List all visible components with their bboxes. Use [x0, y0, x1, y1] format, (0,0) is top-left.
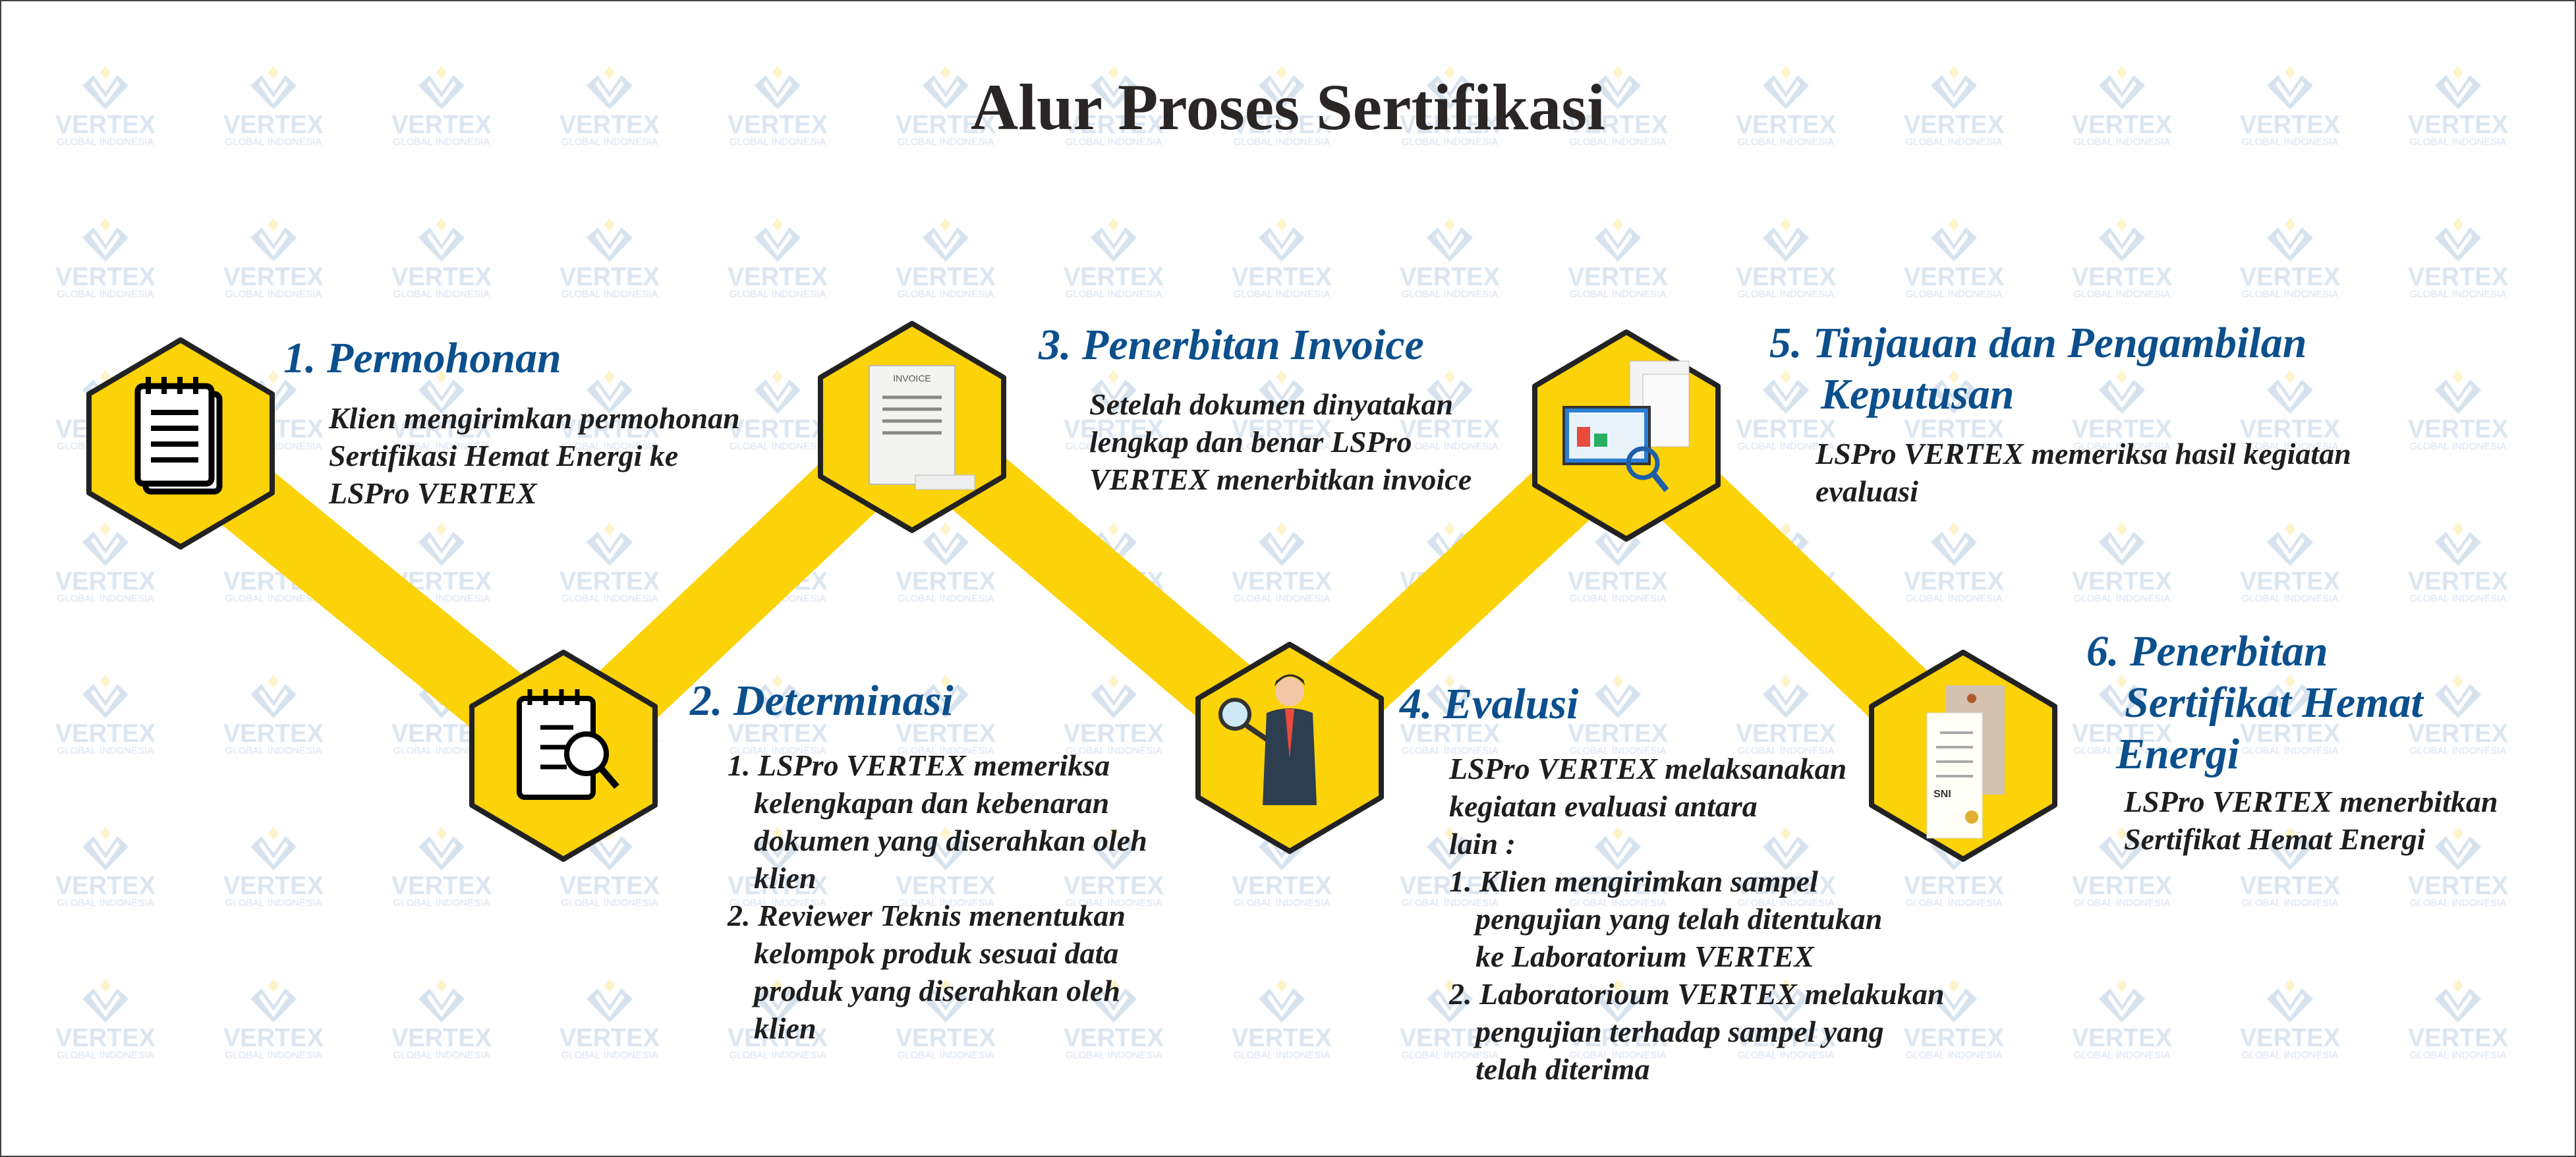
body-line: dokumen yang diserahkan oleh — [754, 824, 1147, 857]
body-line: LSPro VERTEX menerbitkan — [2124, 785, 2498, 818]
body-line: telah diterima — [1475, 1052, 1650, 1086]
list-item: 2. Reviewer Teknis menentukan — [728, 899, 1126, 932]
step-1-hexagon — [86, 337, 275, 550]
monitor-review-icon — [1562, 360, 1690, 492]
body-line: Setelah dokumen dinyatakan — [1089, 387, 1454, 421]
step-3-title: 3. Penerbitan Invoice — [1039, 321, 1424, 369]
body-line: kegiatan evaluasi antara — [1449, 789, 1758, 823]
title-line: 5. Tinjauan dan Pengambilan — [1769, 319, 2307, 367]
businessman-magnifier-icon — [1218, 674, 1317, 805]
step-5-title: 5. Tinjauan dan Pengambilan Keputusan — [1769, 318, 2306, 420]
notepad-icon — [134, 377, 223, 495]
body-line: lengkap dan benar LSPro — [1089, 425, 1412, 459]
step-3-hexagon: INVOICE — [818, 321, 1006, 533]
title-line: 6. Penerbitan — [2086, 627, 2328, 675]
title-line: Energi — [2116, 730, 2240, 778]
step-2-hexagon — [469, 650, 658, 862]
list-item: 2. Laboratorioum VERTEX melakukan — [1449, 977, 1945, 1011]
list-item: 1. Klien mengirimkan sampel — [1449, 864, 1818, 898]
certificate-envelope-icon: SNI — [1926, 685, 2005, 839]
body-line: Sertifikasi Hemat Energi ke — [329, 439, 679, 472]
body-line: LSPro VERTEX melaksanakan — [1449, 752, 1847, 785]
document-search-icon — [517, 689, 619, 800]
body-line: LSPro VERTEX memeriksa hasil kegiatan — [1816, 437, 2351, 470]
step-4-body: LSPro VERTEX melaksanakan kegiatan evalu… — [1449, 750, 1944, 1088]
body-line: klien — [754, 1011, 816, 1045]
body-line: LSPro VERTEX — [329, 476, 537, 510]
step-5-body: LSPro VERTEX memeriksa hasil kegiatan ev… — [1816, 435, 2351, 510]
body-line: VERTEX menerbitkan invoice — [1089, 463, 1472, 496]
sni-label: SNI — [1933, 789, 1951, 800]
step-6-body: LSPro VERTEX menerbitkan Sertifikat Hema… — [2124, 783, 2498, 858]
step-4-hexagon — [1195, 642, 1384, 854]
body-line: ke Laboratorium VERTEX — [1475, 940, 1814, 973]
step-6-hexagon: SNI — [1869, 650, 2057, 862]
body-line: pengujian terhadap sampel yang — [1475, 1015, 1884, 1048]
step-2-title: 2. Determinasi — [690, 677, 954, 725]
body-line: Sertifikat Hemat Energi — [2124, 822, 2426, 856]
body-line: lain : — [1449, 827, 1516, 861]
list-item: 1. LSPro VERTEX memeriksa — [728, 748, 1110, 782]
step-1-body: Klien mengirimkan permohonan Sertifikasi… — [329, 399, 740, 512]
step-5-hexagon — [1532, 329, 1721, 542]
body-line: pengujian yang telah ditentukan — [1475, 902, 1883, 936]
body-line: produk yang diserahkan oleh — [754, 974, 1120, 1007]
body-line: klien — [754, 861, 816, 895]
title-line: Sertifikat Hemat — [2125, 679, 2423, 727]
step-2-body: 1. LSPro VERTEX memeriksa kelengkapan da… — [728, 747, 1147, 1047]
title-line: Keputusan — [1821, 370, 2015, 418]
step-1-title: 1. Permohonan — [283, 334, 561, 382]
invoice-icon: INVOICE — [869, 365, 975, 490]
invoice-label: INVOICE — [893, 373, 931, 383]
body-line: Klien mengirimkan permohonan — [329, 401, 740, 435]
step-4-title: 4. Evalusi — [1400, 680, 1579, 728]
step-6-title: 6. Penerbitan Sertifikat Hemat Energi — [2086, 626, 2423, 780]
body-line: evaluasi — [1816, 474, 1918, 508]
body-line: kelengkapan dan kebenaran — [754, 786, 1110, 820]
body-line: kelompok produk sesuai data — [754, 936, 1119, 970]
page-title: Alur Proses Sertifikasi — [971, 71, 1605, 144]
step-3-body: Setelah dokumen dinyatakan lengkap dan b… — [1089, 385, 1472, 498]
